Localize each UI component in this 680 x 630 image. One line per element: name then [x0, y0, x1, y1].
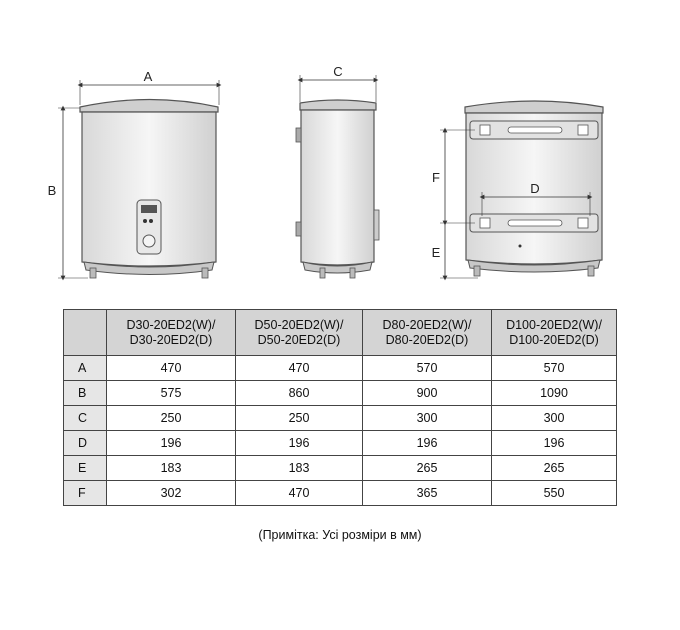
- table-cell: 196: [235, 430, 363, 456]
- table-cell: 470: [235, 480, 363, 506]
- top-bracket-icon: [469, 120, 599, 140]
- table-cell: 183: [106, 455, 236, 481]
- row-label: A: [63, 355, 107, 381]
- rear-view: D F E: [432, 100, 604, 281]
- table-cell: 570: [362, 355, 492, 381]
- table-cell: 250: [235, 405, 363, 431]
- dim-label-b: B: [48, 183, 57, 198]
- front-view: A B: [48, 69, 222, 281]
- table-cell: 302: [106, 480, 236, 506]
- technical-drawings: A B C: [48, 64, 604, 281]
- table-cell: 550: [491, 480, 617, 506]
- column-header-line2: D30-20ED2(D): [129, 332, 213, 347]
- column-header-line2: D50-20ED2(D): [257, 332, 341, 347]
- table-cell: 300: [491, 405, 617, 431]
- column-header: D30-20ED2(W)/D30-20ED2(D): [106, 309, 236, 356]
- row-label: F: [63, 480, 107, 506]
- units-note: (Примітка: Усі розміри в мм): [258, 528, 422, 542]
- dimensions-table: D30-20ED2(W)/D30-20ED2(D) D50-20ED2(W)/D…: [63, 309, 617, 506]
- table-row: F 302 470 365 550: [63, 480, 617, 506]
- table-cell: 300: [362, 405, 492, 431]
- table-cell: 265: [491, 455, 617, 481]
- row-label: E: [63, 455, 107, 481]
- table-corner-cell: [63, 309, 107, 356]
- row-label: C: [63, 405, 107, 431]
- table-row: A 470 470 570 570: [63, 355, 617, 381]
- table-cell: 250: [106, 405, 236, 431]
- table-cell: 196: [106, 430, 236, 456]
- side-view: C: [295, 64, 380, 279]
- table-cell: 265: [362, 455, 492, 481]
- bottom-bracket-icon: [469, 213, 599, 233]
- table-row: B 575 860 900 1090: [63, 380, 617, 406]
- column-header-line2: D100-20ED2(D): [509, 332, 599, 347]
- table-row: C 250 250 300 300: [63, 405, 617, 431]
- column-header: D50-20ED2(W)/D50-20ED2(D): [235, 309, 363, 356]
- dim-label-f: F: [432, 170, 440, 185]
- column-header: D80-20ED2(W)/D80-20ED2(D): [362, 309, 492, 356]
- table-cell: 900: [362, 380, 492, 406]
- table-cell: 860: [235, 380, 363, 406]
- table-cell: 470: [106, 355, 236, 381]
- dim-label-d: D: [530, 181, 539, 196]
- column-header-line1: D50-20ED2(W)/: [254, 317, 344, 332]
- column-header-line2: D80-20ED2(D): [385, 332, 469, 347]
- table-cell: 575: [106, 380, 236, 406]
- table-cell: 470: [235, 355, 363, 381]
- row-label: D: [63, 430, 107, 456]
- dim-label-e: E: [432, 245, 441, 260]
- table-cell: 196: [491, 430, 617, 456]
- table-cell: 196: [362, 430, 492, 456]
- table-row: D 196 196 196 196: [63, 430, 617, 456]
- table-cell: 183: [235, 455, 363, 481]
- table-row: E 183 183 265 265: [63, 455, 617, 481]
- table-header-row: D30-20ED2(W)/D30-20ED2(D) D50-20ED2(W)/D…: [63, 309, 617, 356]
- column-header-line1: D80-20ED2(W)/: [382, 317, 472, 332]
- dim-label-a: A: [144, 69, 153, 84]
- table-cell: 365: [362, 480, 492, 506]
- row-label: B: [63, 380, 107, 406]
- column-header-line1: D100-20ED2(W)/: [506, 317, 602, 332]
- column-header: D100-20ED2(W)/D100-20ED2(D): [491, 309, 617, 356]
- table-cell: 570: [491, 355, 617, 381]
- table-cell: 1090: [491, 380, 617, 406]
- column-header-line1: D30-20ED2(W)/: [126, 317, 216, 332]
- dim-label-c: C: [333, 64, 342, 79]
- control-panel-icon: [136, 199, 162, 255]
